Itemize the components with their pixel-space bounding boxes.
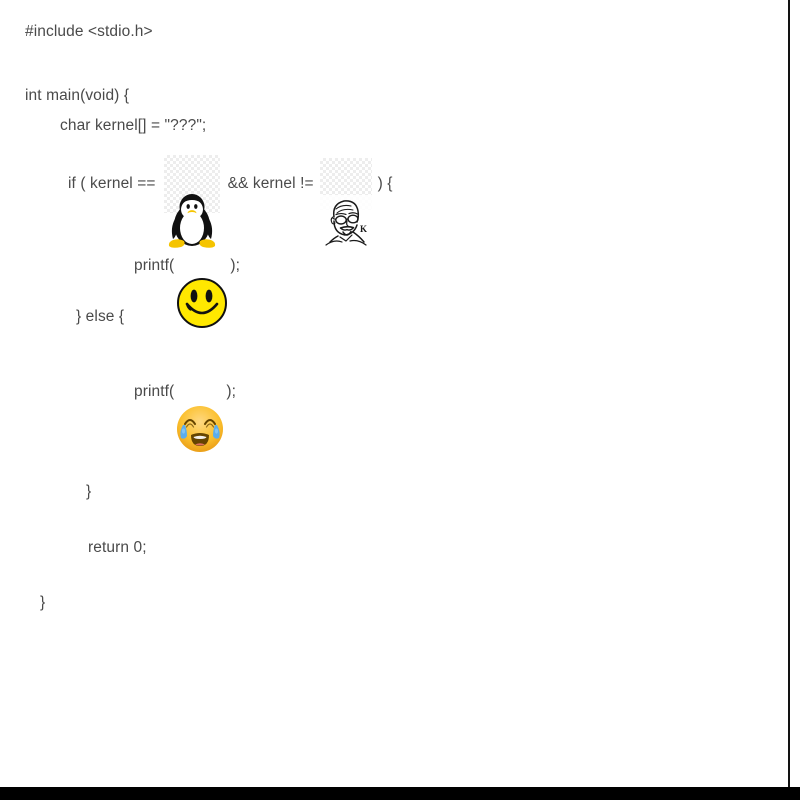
code-line-close-if: } [86,483,91,502]
code-line-if-condition: if ( kernel == [68,155,393,248]
code-line-printf-happy: printf( ); [134,240,240,329]
code-text: && kernel != [227,174,314,192]
code-text: return 0; [88,539,147,556]
code-line-main-open: int main(void) { [25,87,129,106]
slide-right-edge-rule [788,0,790,788]
code-line-else-open: } else { [76,308,124,327]
code-text: } [86,483,92,500]
code-text: if ( kernel == [68,174,156,192]
code-text: } else { [76,308,125,325]
kfc-k-mark: K [360,224,367,234]
code-text: char kernel[] = "???"; [60,117,207,134]
code-text: printf( [134,382,175,400]
code-text: ) { [377,174,393,192]
code-line-printf-sad: printf( [134,368,236,453]
code-text: printf( [134,256,175,274]
code-text: #include <stdio.h> [25,23,153,40]
code-text: ); [226,382,236,400]
code-line-close-main: } [40,594,45,613]
code-line-include: #include <stdio.h> [25,23,153,42]
code-text: int main(void) { [25,87,130,104]
kfc-colonel-image: K [319,158,372,248]
slide-bottom-band [0,787,800,800]
smiley-face-image [176,240,228,329]
code-line-return-zero: return 0; [88,539,147,558]
code-text: ); [230,256,240,274]
code-line-char-kernel: char kernel[] = "???"; [60,117,206,136]
tux-penguin-image [163,155,220,248]
code-text: } [40,594,46,611]
crying-face-image [176,368,224,453]
